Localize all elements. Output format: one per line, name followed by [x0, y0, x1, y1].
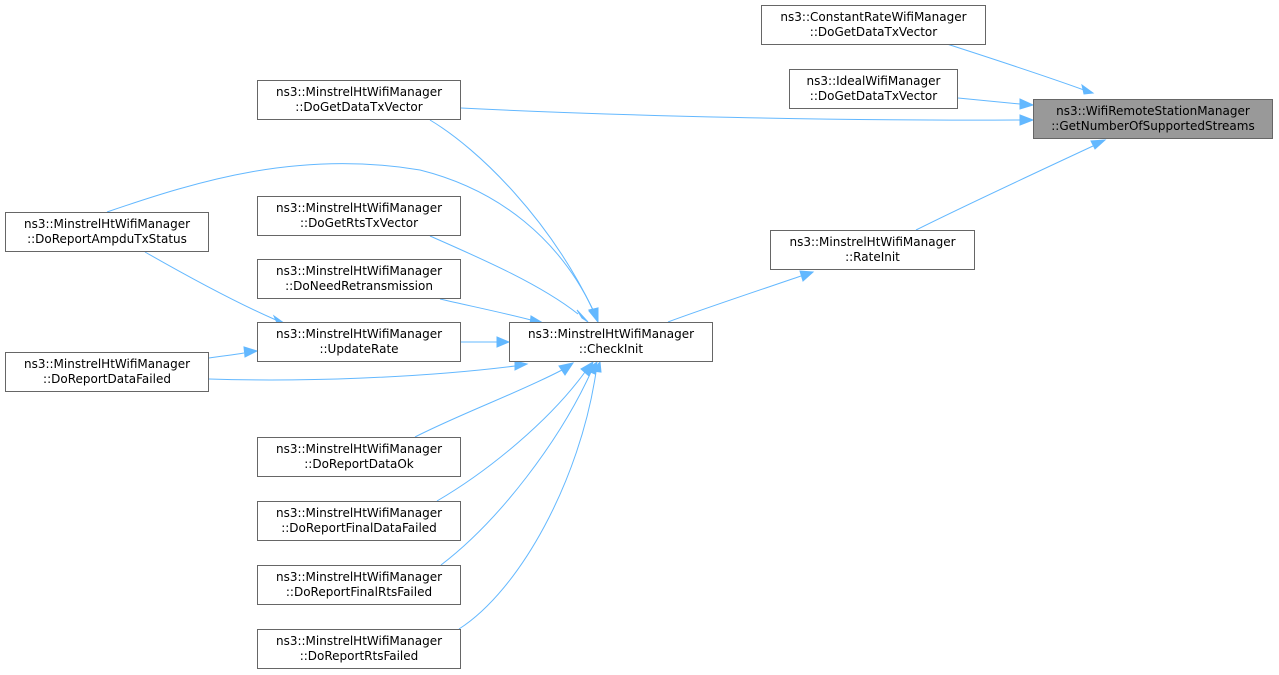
- edge-line: [946, 43, 1085, 91]
- node-label-line2: ::DoReportFinalDataFailed: [281, 521, 437, 535]
- edge-n_ideal-to-n_target: [957, 97, 1035, 110]
- node-minstrel-do-get-rts-tx-vector[interactable]: ns3::MinstrelHtWifiManager ::DoGetRtsTxV…: [257, 196, 461, 236]
- edge-line: [429, 235, 579, 315]
- edge-line: [208, 365, 516, 381]
- node-label-line1: ns3::MinstrelHtWifiManager: [23, 217, 191, 231]
- node-label-line1: ns3::MinstrelHtWifiManager: [275, 201, 443, 215]
- node-label-line2: ::DoReportRtsFailed: [299, 649, 419, 663]
- edge-arrowhead: [588, 307, 599, 324]
- edge-line: [144, 251, 277, 321]
- node-label-line1: ns3::MinstrelHtWifiManager: [23, 357, 191, 371]
- node-label-line1: ns3::MinstrelHtWifiManager: [275, 634, 443, 648]
- edge-arrowhead: [799, 270, 815, 282]
- node-wifi-remote-station-manager-get-number-of-supported-streams[interactable]: ns3::WifiRemoteStationManager ::GetNumbe…: [1033, 99, 1273, 139]
- edge-arrowhead: [1081, 83, 1095, 95]
- node-label-line2: ::DoReportDataFailed: [43, 372, 171, 386]
- node-label-line1: ns3::ConstantRateWifiManager: [780, 10, 967, 24]
- edge-n_check-to-n_rinit: [667, 270, 815, 323]
- edge-arrowhead: [1019, 98, 1035, 110]
- node-label-line2: ::DoReportDataOk: [304, 457, 414, 471]
- node-label-line1: ns3::MinstrelHtWifiManager: [275, 85, 443, 99]
- node-label-line2: ::CheckInit: [578, 342, 644, 356]
- edge-n_const-to-n_target: [946, 43, 1095, 95]
- node-label-line2: ::DoReportFinalRtsFailed: [285, 585, 433, 599]
- edge-line: [414, 369, 563, 438]
- edge-arrowhead: [558, 362, 575, 376]
- node-label-line1: ns3::MinstrelHtWifiManager: [527, 327, 695, 341]
- node-minstrel-do-report-final-data-failed[interactable]: ns3::MinstrelHtWifiManager ::DoReportFin…: [257, 501, 461, 541]
- node-label-line2: ::DoGetDataTxVector: [295, 100, 423, 114]
- node-label-line2: ::DoGetRtsTxVector: [299, 216, 419, 230]
- edge-n_dfail-to-n_check: [208, 360, 529, 381]
- edge-arrowhead: [514, 360, 529, 371]
- node-label-line1: ns3::MinstrelHtWifiManager: [275, 327, 443, 341]
- node-label-line1: ns3::MinstrelHtWifiManager: [275, 570, 443, 584]
- edge-arrowhead: [1090, 139, 1107, 150]
- node-label-line2: ::DoNeedRetransmission: [285, 279, 433, 293]
- node-minstrel-do-report-data-ok[interactable]: ns3::MinstrelHtWifiManager ::DoReportDat…: [257, 437, 461, 477]
- node-label-line2: ::UpdateRate: [319, 342, 399, 356]
- edge-n_rfail-to-n_check: [458, 360, 602, 630]
- node-minstrel-do-need-retransmission[interactable]: ns3::MinstrelHtWifiManager ::DoNeedRetra…: [257, 259, 461, 299]
- edge-n_mdgdt-to-n_target: [460, 107, 1035, 126]
- edge-line: [957, 97, 1021, 105]
- node-label-line1: ns3::MinstrelHtWifiManager: [275, 264, 443, 278]
- edge-n_dok-to-n_check: [414, 362, 575, 438]
- edge-line: [915, 145, 1094, 231]
- node-minstrel-update-rate[interactable]: ns3::MinstrelHtWifiManager ::UpdateRate: [257, 322, 461, 362]
- node-label-line1: ns3::MinstrelHtWifiManager: [275, 442, 443, 456]
- edge-line: [440, 371, 592, 566]
- node-minstrel-check-init[interactable]: ns3::MinstrelHtWifiManager ::CheckInit: [509, 322, 713, 362]
- edge-line: [460, 107, 1021, 121]
- edge-n_upd-to-n_check: [461, 336, 511, 348]
- node-label-line1: ns3::MinstrelHtWifiManager: [789, 235, 956, 249]
- node-minstrel-rate-init[interactable]: ns3::MinstrelHtWifiManager ::RateInit: [770, 230, 975, 270]
- edge-n_rinit-to-n_target: [915, 139, 1107, 231]
- node-constant-rate-do-get-data-tx-vector[interactable]: ns3::ConstantRateWifiManager ::DoGetData…: [761, 5, 986, 45]
- edge-line: [429, 119, 594, 311]
- node-label-line1: ns3::MinstrelHtWifiManager: [275, 506, 443, 520]
- node-label-line2: ::RateInit: [845, 250, 900, 264]
- edge-arrowhead: [1019, 114, 1035, 126]
- edge-line: [439, 298, 532, 321]
- edge-arrowhead: [590, 360, 602, 373]
- node-label-line1: ns3::WifiRemoteStationManager: [1056, 104, 1250, 118]
- node-label-line2: ::GetNumberOfSupportedStreams: [1051, 119, 1255, 133]
- edge-arrowhead: [576, 309, 589, 323]
- edge-n_dfail-to-n_upd: [208, 346, 259, 359]
- node-minstrel-do-report-rts-failed[interactable]: ns3::MinstrelHtWifiManager ::DoReportRts…: [257, 629, 461, 669]
- edge-arrowhead: [243, 346, 259, 358]
- edge-line: [208, 352, 245, 359]
- node-label-line1: ns3::IdealWifiManager: [806, 74, 941, 88]
- edge-line: [106, 163, 594, 311]
- node-minstrel-do-get-data-tx-vector[interactable]: ns3::MinstrelHtWifiManager ::DoGetDataTx…: [257, 80, 461, 120]
- edge-line: [436, 371, 586, 502]
- edge-n_ampdu-to-n_check: [106, 163, 599, 324]
- edge-n_frf-to-n_check: [440, 360, 598, 566]
- edge-arrowhead: [496, 336, 511, 348]
- node-ideal-do-get-data-tx-vector[interactable]: ns3::IdealWifiManager ::DoGetDataTxVecto…: [789, 69, 958, 109]
- node-minstrel-do-report-ampdu-tx-status[interactable]: ns3::MinstrelHtWifiManager ::DoReportAmp…: [5, 212, 209, 252]
- node-label-line2: ::DoGetDataTxVector: [809, 89, 938, 103]
- node-label-line2: ::DoGetDataTxVector: [809, 25, 938, 39]
- edge-line: [667, 275, 802, 323]
- node-minstrel-do-report-data-failed[interactable]: ns3::MinstrelHtWifiManager ::DoReportDat…: [5, 352, 209, 392]
- node-minstrel-do-report-final-rts-failed[interactable]: ns3::MinstrelHtWifiManager ::DoReportFin…: [257, 565, 461, 605]
- edge-n_fdf-to-n_check: [436, 360, 594, 502]
- edge-n_rts-to-n_check: [429, 235, 589, 323]
- edge-line: [458, 371, 597, 630]
- node-label-line2: ::DoReportAmpduTxStatus: [27, 232, 187, 246]
